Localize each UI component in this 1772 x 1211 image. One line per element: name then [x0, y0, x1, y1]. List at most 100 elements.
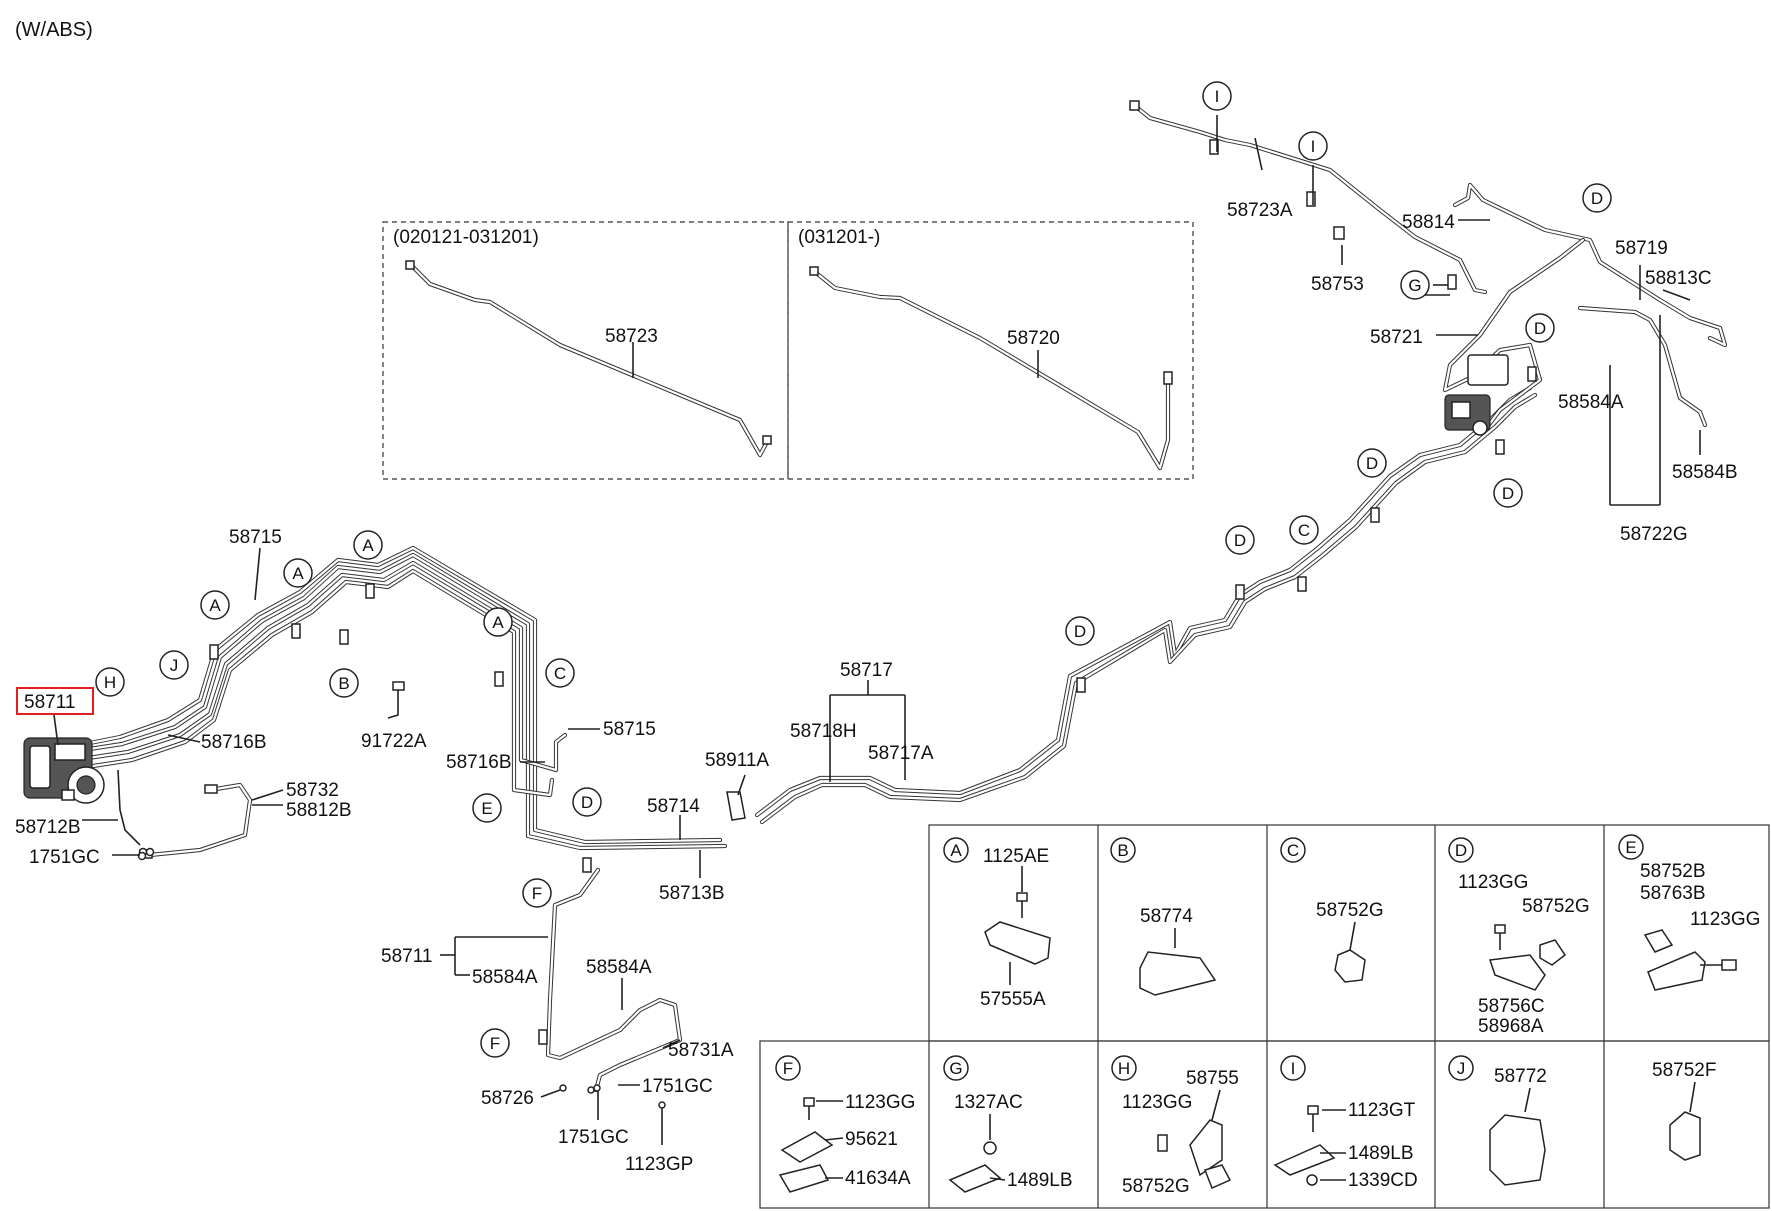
callout-91722a[interactable]: 91722A	[361, 731, 427, 752]
svg-text:A: A	[362, 536, 374, 555]
marker-b: B	[329, 668, 359, 698]
hose-58732[interactable]	[139, 782, 253, 859]
svg-text:1125AE[interactable]: 1125AE	[983, 846, 1049, 867]
brake-tube-58723[interactable]	[409, 263, 771, 458]
callout-58731a[interactable]: 58731A	[668, 1040, 734, 1061]
marker-h: H	[95, 667, 125, 697]
callout-58723a[interactable]: 58723A	[1227, 200, 1293, 221]
svg-text:58968A[interactable]: 58968A	[1478, 1016, 1544, 1037]
rear-tube-58723a[interactable]	[1129, 100, 1488, 295]
svg-text:1123GG[interactable]: 1123GG	[1690, 909, 1760, 930]
svg-text:95621[interactable]: 95621	[845, 1129, 898, 1150]
abs-hydraulic-unit[interactable]	[23, 737, 105, 804]
svg-text:D: D	[1234, 531, 1246, 550]
callout-58712b[interactable]: 58712B	[15, 817, 81, 838]
callout-58814[interactable]: 58814	[1402, 212, 1455, 233]
svg-text:1489LB[interactable]: 1489LB	[1348, 1143, 1414, 1164]
marker-d-4: D	[1357, 448, 1387, 478]
callout-58721[interactable]: 58721	[1370, 327, 1423, 348]
callout-58714[interactable]: 58714	[647, 796, 700, 817]
callout-58716b-1[interactable]: 58716B	[201, 732, 267, 753]
callout-58812b[interactable]: 58812B	[286, 800, 352, 821]
marker-d-5: D	[1493, 478, 1523, 508]
svg-text:D: D	[1366, 454, 1378, 473]
callout-58732[interactable]: 58732	[286, 780, 339, 801]
callout-58813c[interactable]: 58813C	[1645, 268, 1712, 289]
callout-58711-2[interactable]: 58711	[381, 946, 432, 967]
detail-cell-f: F 1123GG 95621 41634A	[775, 1055, 915, 1193]
rear-tube-58719[interactable]	[1452, 182, 1728, 348]
callout-58719[interactable]: 58719	[1615, 238, 1668, 259]
svg-text:1123GG[interactable]: 1123GG	[845, 1092, 915, 1113]
rear-tube-58722g[interactable]	[1577, 305, 1708, 428]
callout-58584a-2[interactable]: 58584A	[586, 957, 652, 978]
marker-d-1: D	[572, 787, 602, 817]
marker-d-2: D	[1065, 616, 1095, 646]
callout-1751gc-3[interactable]: 1751GC	[558, 1127, 629, 1148]
svg-text:58752G[interactable]: 58752G	[1522, 896, 1590, 917]
rear-tube-58721[interactable]	[1442, 237, 1586, 433]
marker-f-2: F	[480, 1028, 510, 1058]
callout-58716b-2[interactable]: 58716B	[446, 752, 512, 773]
svg-text:A: A	[209, 596, 221, 615]
callout-58711-highlighted[interactable]: 58711	[24, 692, 75, 713]
callout-58584a-1[interactable]: 58584A	[472, 967, 538, 988]
bracket-91722a[interactable]	[387, 681, 405, 719]
callout-1751gc-2[interactable]: 1751GC	[642, 1076, 713, 1097]
svg-text:J: J	[1457, 1059, 1466, 1078]
svg-text:58774[interactable]: 58774	[1140, 906, 1193, 927]
svg-text:58772[interactable]: 58772	[1494, 1066, 1547, 1087]
callout-1751gc-1[interactable]: 1751GC	[29, 847, 100, 868]
callout-58726[interactable]: 58726	[481, 1088, 534, 1109]
callout-58911a[interactable]: 58911A	[705, 750, 769, 771]
tube-58711-lower[interactable]	[545, 867, 683, 1093]
svg-text:1489LB[interactable]: 1489LB	[1007, 1170, 1073, 1191]
svg-text:I: I	[1215, 87, 1220, 106]
svg-text:C: C	[1287, 841, 1299, 860]
svg-text:1123GG[interactable]: 1123GG	[1458, 872, 1528, 893]
variant-1-period: (020121-031201)	[393, 227, 539, 248]
callout-58584a-3[interactable]: 58584A	[1558, 392, 1624, 413]
svg-text:58752G[interactable]: 58752G	[1316, 900, 1384, 921]
svg-text:58756C[interactable]: 58756C	[1478, 996, 1545, 1017]
svg-text:1123GG[interactable]: 1123GG	[1122, 1092, 1192, 1113]
callout-58584b[interactable]: 58584B	[1672, 462, 1738, 483]
front-tube-bundle[interactable]	[67, 545, 728, 851]
bracket-58911a[interactable]	[726, 791, 746, 821]
bracket-58755-icon	[1189, 1119, 1223, 1177]
svg-text:D: D	[1591, 189, 1603, 208]
callout-58717[interactable]: 58717	[840, 660, 893, 681]
brake-tube-58720[interactable]	[812, 269, 1171, 471]
callout-58722g[interactable]: 58722G	[1620, 524, 1688, 545]
callout-58717a[interactable]: 58717A	[868, 743, 934, 764]
callout-58718h[interactable]: 58718H	[790, 721, 857, 742]
variant-2-part: 58720	[1007, 328, 1060, 349]
callout-58753[interactable]: 58753	[1311, 274, 1364, 295]
rear-tube-58717[interactable]	[754, 385, 1538, 825]
svg-text:1339CD[interactable]: 1339CD	[1348, 1170, 1418, 1191]
svg-text:1327AC[interactable]: 1327AC	[954, 1092, 1023, 1113]
variant-1-part: 58723	[605, 326, 658, 347]
svg-text:58752B[interactable]: 58752B	[1640, 861, 1706, 882]
svg-text:58752G[interactable]: 58752G	[1122, 1176, 1190, 1197]
marker-a-2: A	[283, 558, 313, 588]
svg-text:E: E	[1625, 838, 1636, 857]
leader-lines	[53, 115, 1701, 1145]
tube-58712b[interactable]	[117, 769, 141, 846]
svg-text:58752F[interactable]: 58752F	[1652, 1060, 1716, 1081]
detail-cell-c: C 58752G	[1280, 837, 1384, 983]
rear-valve-module[interactable]	[1444, 354, 1509, 436]
callout-1123gp[interactable]: 1123GP	[625, 1154, 693, 1175]
svg-text:58755[interactable]: 58755	[1186, 1068, 1239, 1089]
clip-58774-icon	[1139, 951, 1217, 996]
callout-58713b[interactable]: 58713B	[659, 883, 725, 904]
callout-58715[interactable]: 58715	[229, 527, 282, 548]
svg-text:1123GT[interactable]: 1123GT	[1348, 1100, 1416, 1121]
svg-text:57555A[interactable]: 57555A	[980, 989, 1046, 1010]
callout-58715-2[interactable]: 58715	[603, 719, 656, 740]
svg-text:F: F	[783, 1059, 793, 1078]
svg-text:58763B[interactable]: 58763B	[1640, 883, 1706, 904]
svg-text:41634A[interactable]: 41634A	[845, 1168, 911, 1189]
clip-58753[interactable]	[1333, 226, 1345, 240]
svg-text:A: A	[950, 841, 962, 860]
